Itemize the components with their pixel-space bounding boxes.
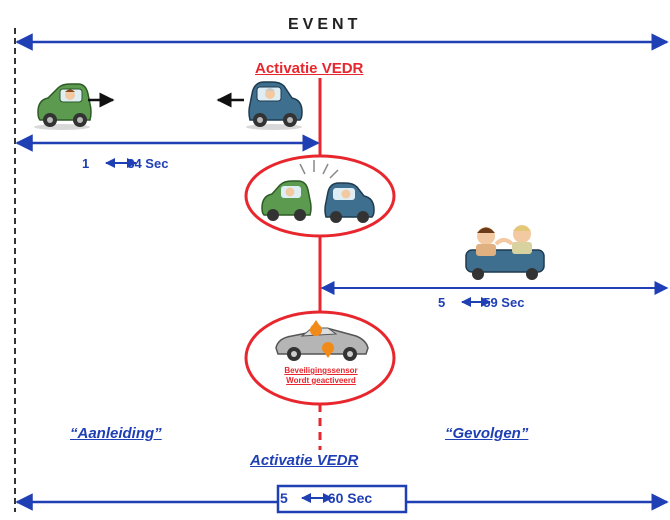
injured-people-icon: [465, 225, 545, 280]
post-duration-from: 5: [438, 295, 446, 310]
phase-before-label: “Aanleiding”: [70, 425, 162, 442]
total-duration-to: 60 Sec: [327, 490, 373, 506]
post-duration-to: 59 Sec: [483, 295, 525, 310]
airbag-car-icon: [275, 320, 369, 361]
total-duration: 5 60 Sec: [280, 490, 372, 506]
airbag-caption-line2: Wordt geactiveerd: [286, 376, 356, 385]
event-label: EVENT: [288, 16, 362, 33]
activation-label-bottom: Activatie VEDR: [250, 452, 359, 469]
airbag-caption-line1: Beveiligingssensor: [284, 366, 358, 375]
post-event-duration: 5 59 Sec: [438, 295, 524, 310]
pre-event-duration: 1 34 Sec: [82, 156, 168, 171]
green-car-icon: [34, 83, 92, 130]
total-duration-box: [276, 484, 408, 514]
crash-cars-icon: [261, 160, 375, 223]
pre-duration-from: 1: [82, 156, 90, 171]
airbag-oval: [244, 310, 396, 406]
pre-duration-to: 34 Sec: [127, 156, 169, 171]
phase-after-label: “Gevolgen”: [445, 425, 529, 442]
activation-label-top: Activatie VEDR: [255, 60, 364, 77]
blue-car-icon: [246, 81, 303, 130]
total-duration-from: 5: [280, 490, 288, 506]
